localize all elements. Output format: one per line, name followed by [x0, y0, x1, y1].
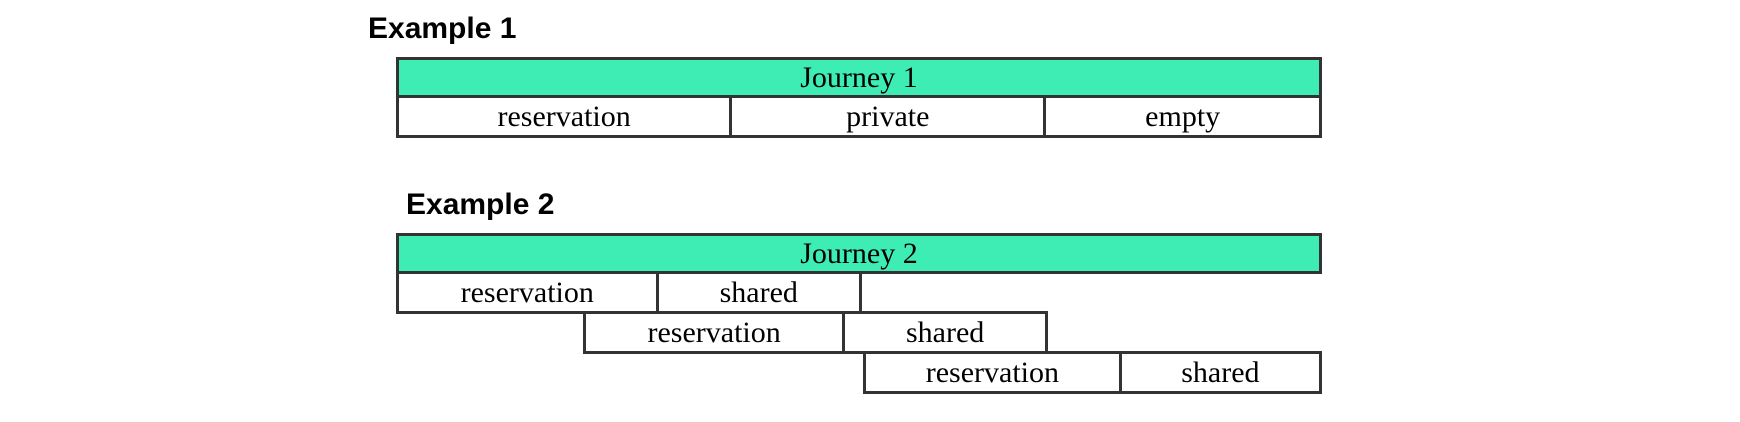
journey-2-segments-row-2: reservation shared: [583, 311, 1048, 354]
journey-2-segments-row-1: reservation shared: [396, 271, 862, 314]
segment-label: shared: [719, 275, 798, 309]
segment-label: shared: [905, 315, 985, 349]
segment-empty: empty: [1046, 98, 1319, 135]
segment-reservation: reservation: [399, 98, 733, 135]
example-1-title: Example 1: [368, 12, 517, 45]
segment-label: private: [846, 99, 930, 133]
segment-reservation: reservation: [866, 354, 1122, 391]
segment-private: private: [732, 98, 1047, 135]
segment-label: reservation: [925, 355, 1060, 389]
segment-label: reservation: [647, 315, 781, 349]
segment-shared: shared: [845, 314, 1045, 351]
segment-shared: shared: [659, 274, 859, 311]
journey-1-bar: Journey 1: [396, 57, 1322, 98]
segment-label: reservation: [460, 275, 594, 309]
segment-label: reservation: [497, 99, 631, 133]
journey-2-segments-row-3: reservation shared: [863, 351, 1322, 394]
journey-2-bar: Journey 2: [396, 233, 1322, 274]
journey-1-segments-row: reservation private empty: [396, 95, 1322, 138]
segment-label: empty: [1145, 99, 1221, 133]
segment-reservation: reservation: [586, 314, 846, 351]
example-2-title: Example 2: [406, 188, 555, 221]
journey-1-label: Journey 1: [800, 60, 918, 94]
journey-2-label: Journey 2: [800, 236, 918, 270]
segment-label: shared: [1181, 355, 1260, 389]
segment-reservation: reservation: [399, 274, 659, 311]
segment-shared: shared: [1122, 354, 1319, 391]
